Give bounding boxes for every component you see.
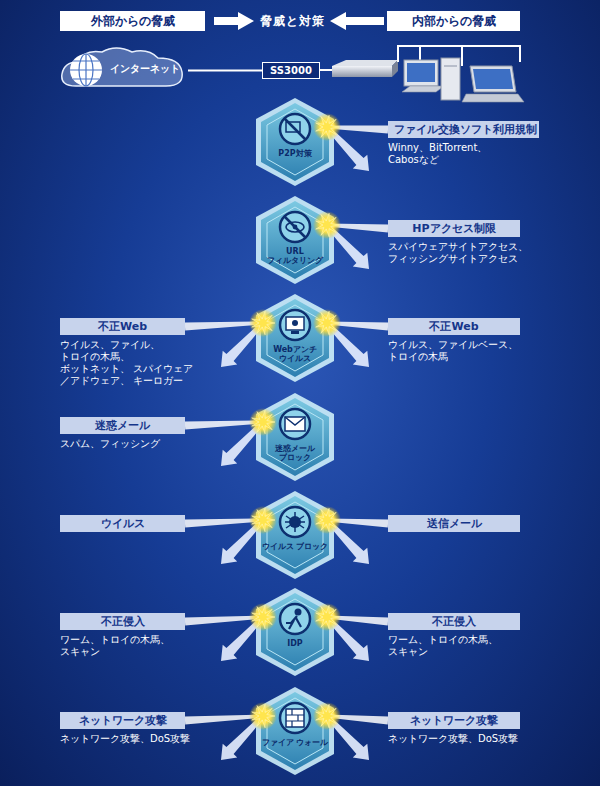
gateway-device	[332, 60, 398, 77]
threat-examples: ワーム、トロイの木馬、 スキャン	[60, 634, 197, 658]
threat-heading: ウイルス	[60, 515, 185, 532]
connector	[185, 519, 263, 528]
shield-node: URL フィルタリング	[255, 195, 335, 285]
shield-node: P2P対策	[255, 97, 335, 187]
label-box: 内部からの脅威	[387, 11, 520, 31]
desktop-pc	[402, 58, 460, 100]
shield-node: ファイア ウォール	[255, 686, 335, 776]
connector	[185, 616, 263, 626]
threat-box: 迷惑メールスパム、フィッシング	[60, 417, 185, 450]
measure-name: Webアンチ ウイルス	[261, 345, 329, 363]
threat-heading: 内部からの脅威	[412, 14, 496, 28]
threat-heading: HPアクセス制限	[388, 220, 520, 237]
measure-name: IDP	[261, 639, 329, 648]
shield-hexagon	[255, 490, 335, 580]
threat-heading: ネットワーク攻撃	[60, 712, 185, 729]
shield-hexagon	[255, 686, 335, 776]
threat-box: 送信メール	[388, 515, 520, 532]
shield-hexagon	[255, 392, 335, 482]
threat-examples: ウイルス、ファイル、 トロイの木馬、ボットネット、 スパイウェア／アドウェア、 …	[60, 339, 197, 387]
header-arrows	[214, 12, 384, 30]
connector	[188, 70, 262, 71]
threat-examples: スパム、フィッシング	[60, 438, 197, 450]
threat-heading: 外部からの脅威	[91, 14, 175, 28]
measure-name: ウイルス ブロック	[261, 542, 329, 551]
device-name: SS3000	[270, 65, 312, 76]
cloud-node: インターネット	[56, 46, 188, 92]
threat-box: ウイルス	[60, 515, 185, 532]
shield-node: IDP	[255, 587, 335, 677]
measure-name: URL フィルタリング	[261, 247, 329, 265]
connector	[185, 421, 263, 430]
threat-heading: 不正Web	[60, 318, 185, 335]
threat-heading: 迷惑メール	[60, 417, 185, 434]
measure-name: ファイア ウォール	[261, 738, 329, 747]
laptop-pc	[462, 66, 524, 102]
shield-node: Webアンチ ウイルス	[255, 293, 335, 383]
threat-heading: 送信メール	[388, 515, 520, 532]
network-line	[320, 69, 332, 71]
threat-heading: 不正Web	[388, 318, 520, 335]
threat-examples: ネットワーク攻撃、DoS攻撃	[60, 733, 197, 745]
threat-box: 不正Webウイルス、ファイルベース、 トロイの木馬	[388, 318, 520, 363]
threat-heading: 不正侵入	[60, 613, 185, 630]
threat-beam	[327, 126, 388, 134]
threat-heading: ファイル交換ソフト利用規制	[388, 121, 539, 138]
threat-beam	[185, 616, 263, 626]
threat-box: ファイル交換ソフト利用規制 Winny、BitTorrent、 Cabosなど	[388, 121, 539, 166]
shield-hexagon	[255, 293, 335, 383]
measure-name: 迷惑メール ブロック	[261, 444, 329, 462]
connector	[185, 715, 263, 725]
shield-node: ウイルス ブロック	[255, 490, 335, 580]
threat-examples: Winny、BitTorrent、 Cabosなど	[388, 142, 532, 166]
threat-box: 不正侵入ワーム、トロイの木馬、 スキャン	[388, 613, 520, 658]
threat-beam	[185, 519, 263, 528]
network-line	[188, 70, 262, 72]
threat-heading: ネットワーク攻撃	[388, 712, 520, 729]
threat-examples: ネットワーク攻撃、DoS攻撃	[388, 733, 532, 745]
label-box: SS3000	[262, 62, 320, 79]
measure-name: P2P対策	[261, 149, 329, 158]
shield-hexagon	[255, 195, 335, 285]
shield-node: 迷惑メール ブロック	[255, 392, 335, 482]
threat-examples: ワーム、トロイの木馬、 スキャン	[388, 634, 532, 658]
label-box: 外部からの脅威	[60, 11, 205, 31]
threat-examples: ウイルス、ファイルベース、 トロイの木馬	[388, 339, 532, 363]
threat-box: ネットワーク攻撃ネットワーク攻撃、DoS攻撃	[388, 712, 520, 745]
threat-box: ネットワーク攻撃ネットワーク攻撃、DoS攻撃	[60, 712, 185, 745]
threat-beam	[185, 715, 263, 725]
threat-box: 不正Webウイルス、ファイル、 トロイの木馬、ボットネット、 スパイウェア／アド…	[60, 318, 185, 387]
cloud-label: インターネット	[110, 62, 180, 76]
threat-box: 不正侵入ワーム、トロイの木馬、 スキャン	[60, 613, 185, 658]
connector	[185, 322, 263, 331]
threat-beam	[185, 322, 263, 331]
shield-hexagon	[255, 587, 335, 677]
connector	[327, 126, 388, 134]
diagram-heading: 脅威と対策	[255, 13, 330, 30]
threat-heading: 不正侵入	[388, 613, 520, 630]
threat-beam	[185, 421, 263, 430]
shield-hexagon	[255, 97, 335, 187]
threat-box: HPアクセス制限スパイウェアサイトアクセス、 フィッシングサイトアクセス	[388, 220, 520, 265]
threat-examples: スパイウェアサイトアクセス、 フィッシングサイトアクセス	[388, 241, 532, 265]
